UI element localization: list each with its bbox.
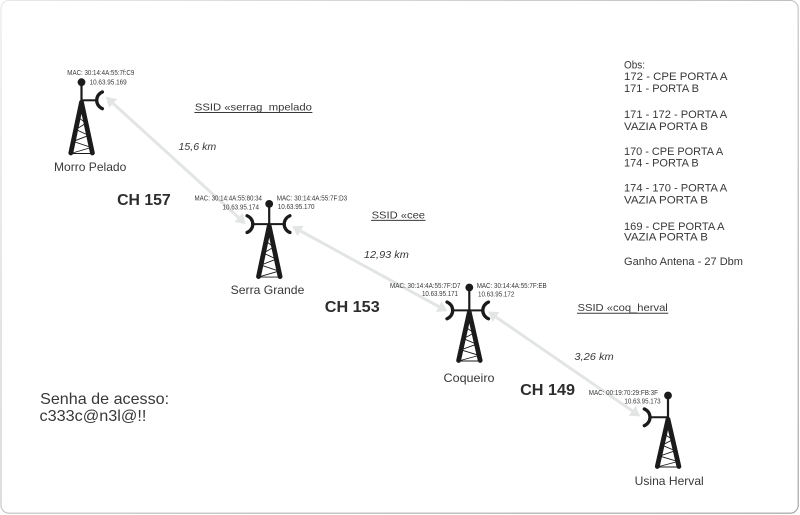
svg-text:169 - CPE PORTA A: 169 - CPE PORTA A	[624, 221, 725, 233]
svg-text:10.63.95.174: 10.63.95.174	[223, 202, 260, 211]
svg-text:VAZIA PORTA B: VAZIA PORTA B	[624, 121, 708, 133]
svg-text:c333c@n3l@!!: c333c@n3l@!!	[40, 408, 147, 425]
svg-text:CH 157: CH 157	[117, 192, 171, 209]
svg-text:172 - CPE PORTA A: 172 - CPE PORTA A	[624, 71, 728, 83]
svg-text:Ganho Antena - 27 Dbm: Ganho Antena - 27 Dbm	[624, 256, 743, 268]
svg-text:Coqueiro: Coqueiro	[444, 371, 495, 385]
svg-text:Usina Herval: Usina Herval	[635, 474, 704, 488]
svg-text:171 - 172 - PORTA A: 171 - 172 - PORTA A	[624, 109, 728, 121]
svg-text:3,26 km: 3,26 km	[574, 352, 614, 363]
svg-text:SSID «coq_herval: SSID «coq_herval	[578, 303, 668, 314]
svg-text:12,93 km: 12,93 km	[364, 250, 409, 261]
svg-text:174 - PORTA B: 174 - PORTA B	[624, 157, 699, 169]
svg-text:174 - 170 - PORTA A: 174 - 170 - PORTA A	[624, 183, 728, 195]
svg-text:171 - PORTA B: 171 - PORTA B	[624, 83, 699, 95]
svg-text:Serra Grande: Serra Grande	[231, 283, 305, 297]
svg-text:Obs:: Obs:	[624, 60, 645, 72]
svg-text:Morro Pelado: Morro Pelado	[54, 160, 127, 174]
svg-text:10.63.95.171: 10.63.95.171	[422, 289, 458, 298]
svg-text:CH 153: CH 153	[325, 299, 380, 316]
svg-text:10.63.95.169: 10.63.95.169	[90, 78, 127, 87]
svg-text:MAC: 30:14:4A:55:80:34: MAC: 30:14:4A:55:80:34	[195, 194, 263, 203]
svg-text:MAC: 30:14:4A:55:7F:D7: MAC: 30:14:4A:55:7F:D7	[390, 281, 461, 290]
svg-text:VAZIA PORTA B: VAZIA PORTA B	[624, 194, 708, 206]
svg-text:MAC: 30:14:4A:55:7F:D3: MAC: 30:14:4A:55:7F:D3	[277, 194, 348, 203]
svg-text:10.63.95.170: 10.63.95.170	[278, 202, 315, 211]
svg-text:VAZIA PORTA B: VAZIA PORTA B	[624, 232, 708, 244]
svg-text:10.63.95.172: 10.63.95.172	[478, 290, 514, 299]
svg-text:170 - CPE PORTA A: 170 - CPE PORTA A	[624, 146, 723, 158]
svg-text:Senha de acesso:: Senha de acesso:	[40, 391, 169, 408]
svg-text:SSID «cee: SSID «cee	[372, 210, 426, 221]
svg-text:10.63.95.173: 10.63.95.173	[624, 397, 660, 406]
svg-text:15,6 km: 15,6 km	[179, 142, 217, 153]
svg-text:CH 149: CH 149	[520, 382, 575, 399]
svg-text:MAC: 30:14:4A:55:7f:C9: MAC: 30:14:4A:55:7f:C9	[67, 68, 134, 77]
svg-text:MAC: 00:19:70:29:FB:3F: MAC: 00:19:70:29:FB:3F	[589, 388, 659, 397]
svg-text:SSID «serrag_mpelado: SSID «serrag_mpelado	[195, 102, 312, 113]
svg-text:MAC: 30:14:4A:55:7F:EB: MAC: 30:14:4A:55:7F:EB	[477, 281, 547, 290]
